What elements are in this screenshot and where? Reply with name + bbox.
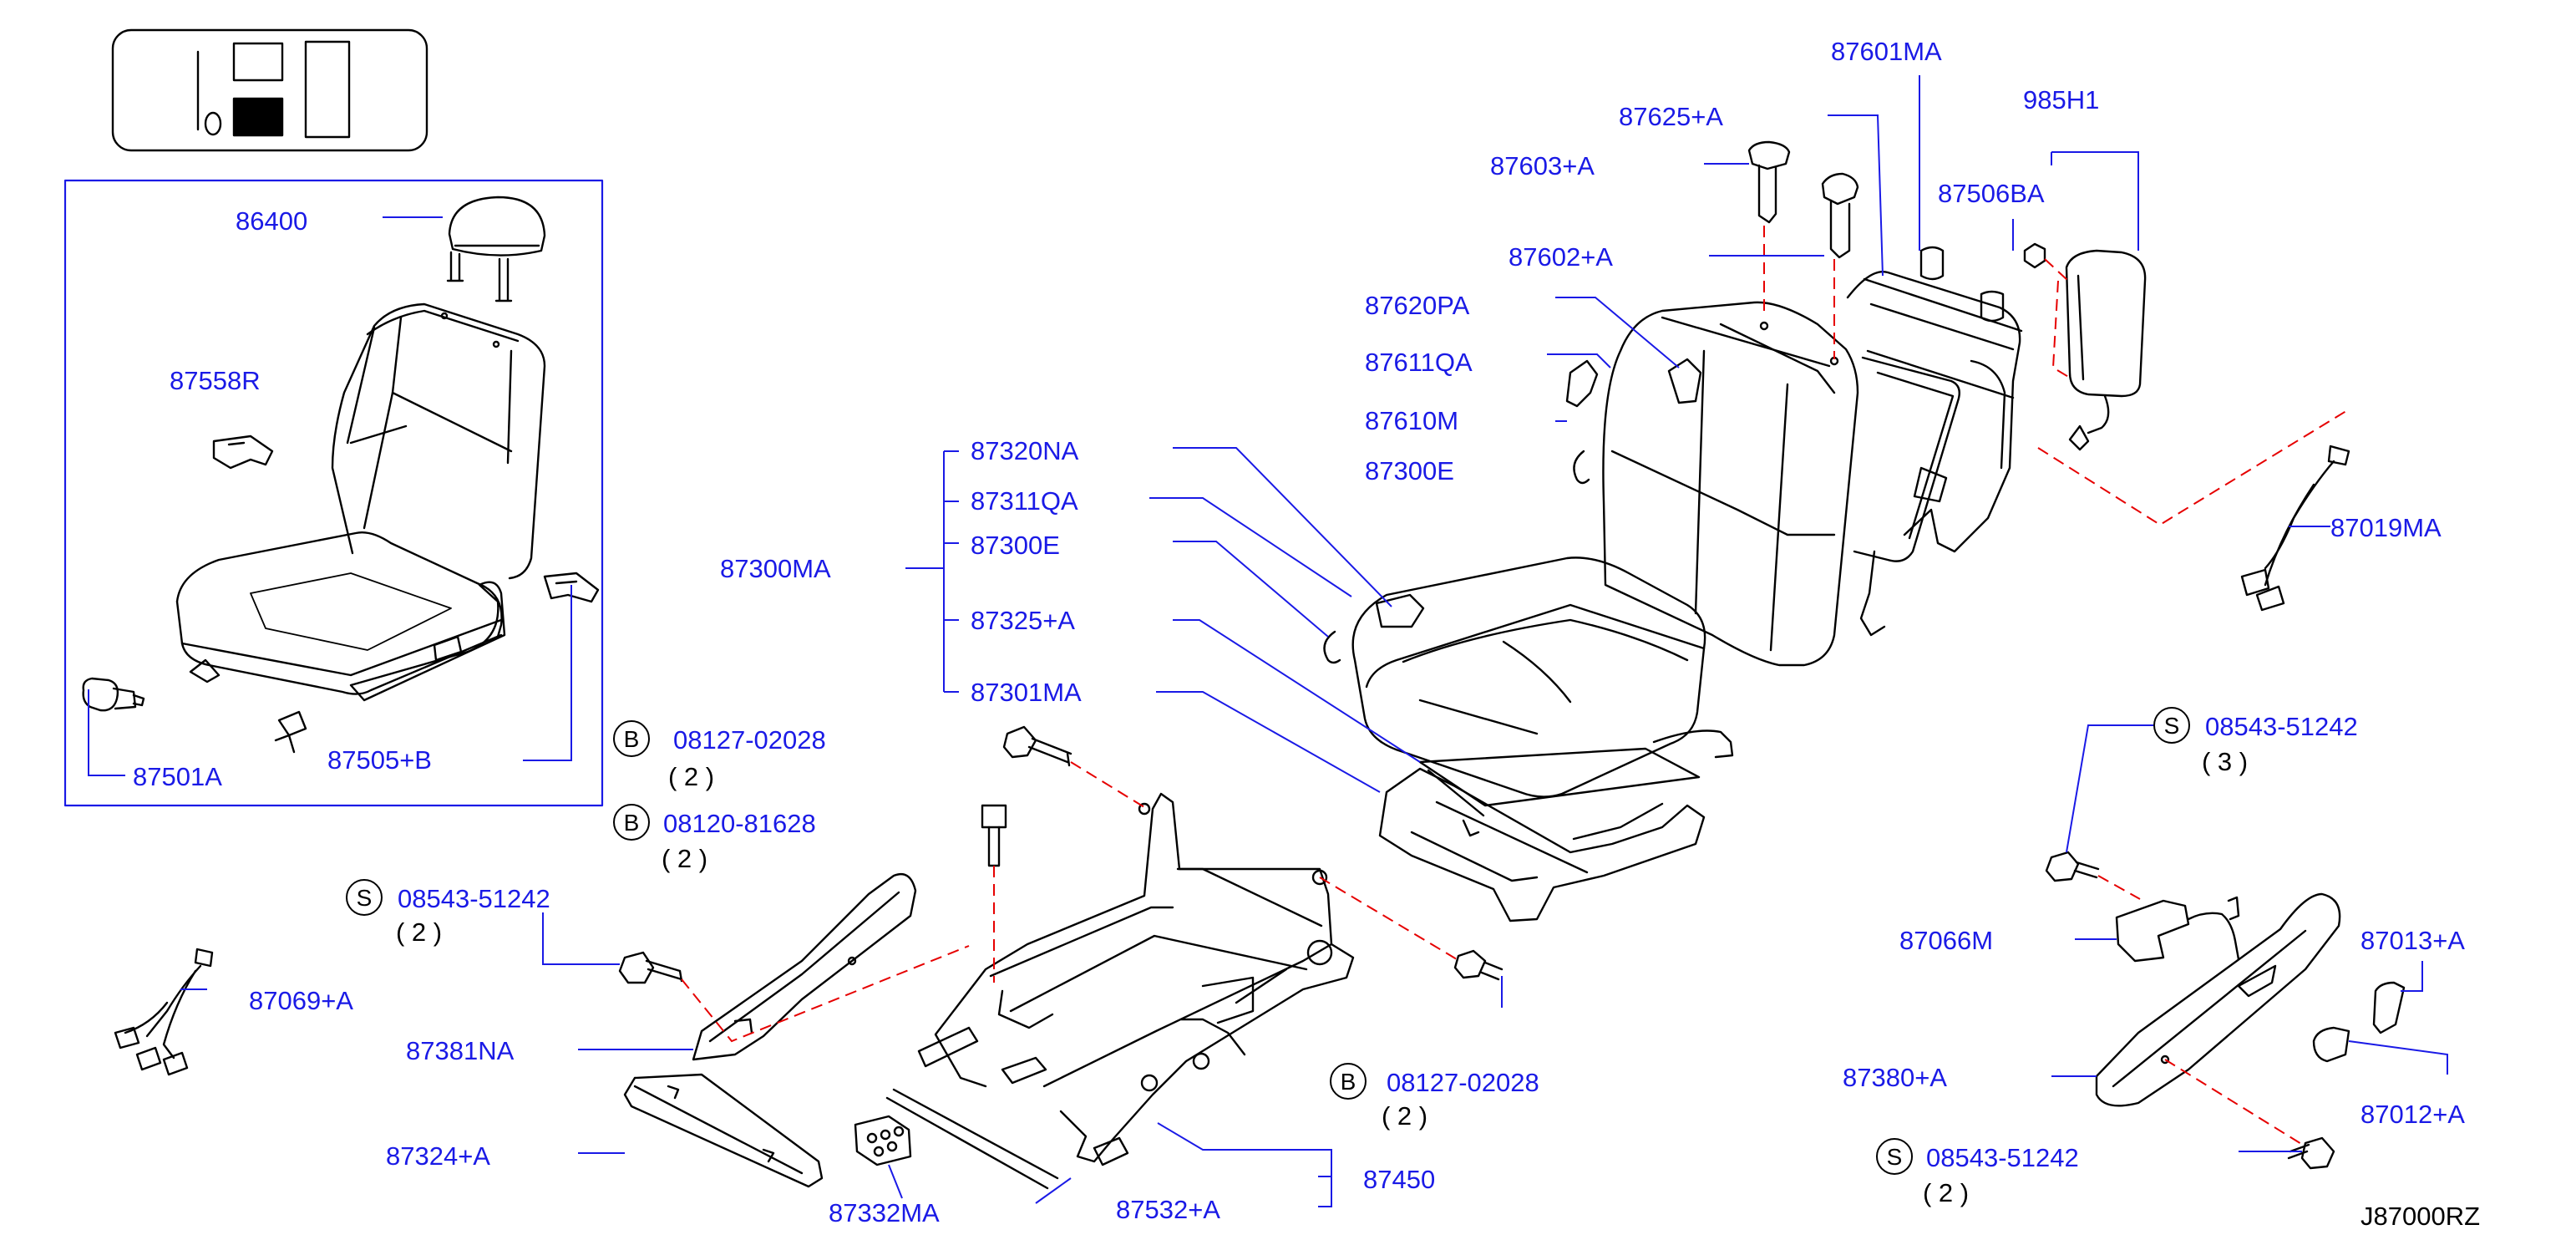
label-87611QA[interactable]: 87611QA: [1365, 348, 1473, 377]
label-87625A[interactable]: 87625+A: [1619, 102, 1723, 131]
label-87602A[interactable]: 87602+A: [1509, 242, 1613, 272]
label-87380A[interactable]: 87380+A: [1843, 1063, 1947, 1092]
label-985H1[interactable]: 985H1: [2023, 85, 2100, 114]
label-87300MA[interactable]: 87300MA: [720, 554, 831, 583]
badge-s-3: [1876, 1138, 1913, 1175]
label-87320NA[interactable]: 87320NA: [971, 436, 1079, 465]
label-87558R[interactable]: 87558R: [170, 366, 261, 395]
badge-letters: B B S B S S: [357, 713, 2180, 1170]
label-87013A[interactable]: 87013+A: [2360, 926, 2465, 955]
label-87300E-back[interactable]: 87300E: [1365, 456, 1454, 485]
qty-08543-51242-left: ( 2 ): [396, 917, 443, 947]
label-08543-51242-bottom[interactable]: 08543-51242: [1926, 1143, 2079, 1172]
label-87603A[interactable]: 87603+A: [1490, 151, 1595, 180]
label-87324A[interactable]: 87324+A: [386, 1141, 490, 1171]
badge-b-3: [1330, 1063, 1367, 1100]
label-08543-51242-top[interactable]: 08543-51242: [2205, 712, 2358, 741]
label-87311QA[interactable]: 87311QA: [971, 486, 1078, 516]
assembly-frame: [63, 179, 604, 807]
qty-08543-51242-bottom: ( 2 ): [1923, 1178, 1970, 1207]
right-trim-drawing: [2095, 892, 2406, 1107]
seat-adjuster-drawing: [854, 792, 1355, 1190]
label-87069A[interactable]: 87069+A: [249, 986, 353, 1015]
badge-letter-s-1: S: [357, 885, 373, 911]
diagram-reference-code: J87000RZ: [2360, 1202, 2481, 1231]
qty-08543-51242-top: ( 3 ): [2202, 747, 2249, 776]
seat-assembly-drawing: [82, 196, 600, 754]
label-87501A[interactable]: 87501A: [133, 762, 222, 791]
label-87325A[interactable]: 87325+A: [971, 606, 1075, 635]
badge-s-2: [2153, 707, 2190, 744]
label-08127-02028-right[interactable]: 08127-02028: [1387, 1068, 1539, 1097]
badges: [346, 707, 2190, 1175]
label-87301MA[interactable]: 87301MA: [971, 678, 1082, 707]
label-87450[interactable]: 87450: [1363, 1165, 1436, 1194]
label-87506BA[interactable]: 87506BA: [1938, 179, 2045, 208]
label-87532A[interactable]: 87532+A: [1116, 1195, 1220, 1224]
badge-letter-s-2: S: [2164, 713, 2180, 739]
label-08127-02028-top[interactable]: 08127-02028: [673, 725, 826, 755]
badge-letter-b-1: B: [624, 726, 640, 752]
badge-letter-b-2: B: [624, 810, 640, 836]
label-87381NA[interactable]: 87381NA: [406, 1036, 515, 1065]
badge-letter-s-3: S: [1887, 1144, 1903, 1170]
label-87300E-cushion[interactable]: 87300E: [971, 531, 1060, 560]
badge-s-1: [346, 879, 383, 916]
seat-back-drawing: [1565, 140, 2350, 667]
qty-08127-02028-top: ( 2 ): [668, 762, 715, 791]
badge-b-1: [613, 720, 650, 757]
label-08543-51242-left[interactable]: 08543-51242: [398, 884, 550, 913]
label-87601MA[interactable]: 87601MA: [1831, 37, 1942, 66]
label-87332MA[interactable]: 87332MA: [829, 1198, 940, 1227]
label-87610M[interactable]: 87610M: [1365, 406, 1459, 435]
qty-08127-02028-right: ( 2 ): [1382, 1101, 1428, 1131]
qty-08120-81628: ( 2 ): [662, 844, 708, 873]
label-86400[interactable]: 86400: [236, 206, 308, 236]
badge-letter-b-3: B: [1341, 1069, 1356, 1095]
assembly-guides: [681, 226, 2350, 1147]
locator-thumbnail: [111, 28, 428, 152]
label-87019MA[interactable]: 87019MA: [2330, 513, 2442, 542]
side-trim-drawing: [114, 872, 917, 1188]
label-87620PA[interactable]: 87620PA: [1365, 291, 1470, 320]
badge-b-2: [613, 804, 650, 841]
label-87505B[interactable]: 87505+B: [327, 745, 432, 775]
label-87066M[interactable]: 87066M: [1899, 926, 1994, 955]
leader-lines: [88, 75, 2448, 1207]
label-87012A[interactable]: 87012+A: [2360, 1100, 2465, 1129]
label-08120-81628[interactable]: 08120-81628: [663, 809, 816, 838]
